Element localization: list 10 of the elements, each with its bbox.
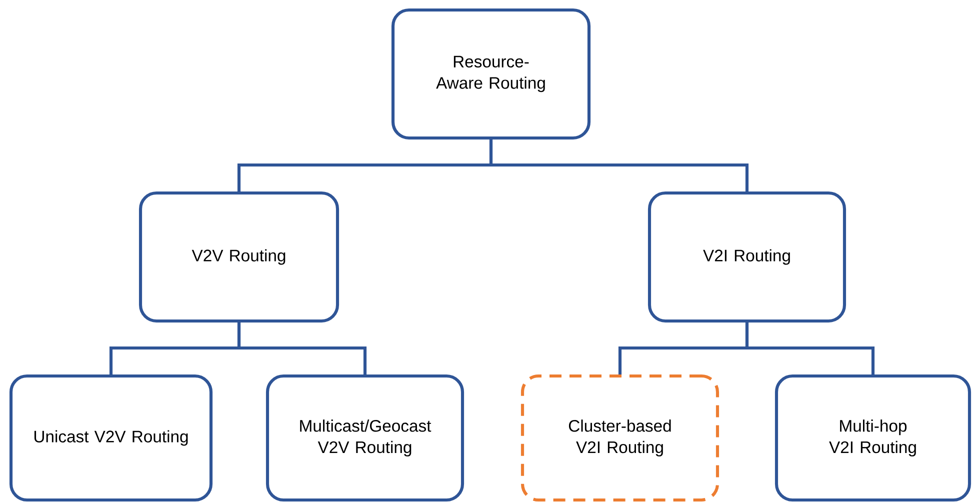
process-box: Resource-Aware Routing	[391, 8, 591, 140]
process-box: Unicast V2V Routing	[9, 374, 213, 502]
connector-line	[237, 322, 367, 374]
connector-line	[489, 140, 749, 192]
process-box: Multicast/Geocast V2V Routing	[266, 374, 464, 502]
connector-line	[745, 322, 875, 374]
process-box: V2V Routing	[138, 191, 340, 323]
process-box: Cluster-based V2I Routing	[520, 374, 720, 502]
process-box: Multi-hop V2I Routing	[774, 374, 972, 502]
process-box: V2I Routing	[648, 191, 846, 323]
